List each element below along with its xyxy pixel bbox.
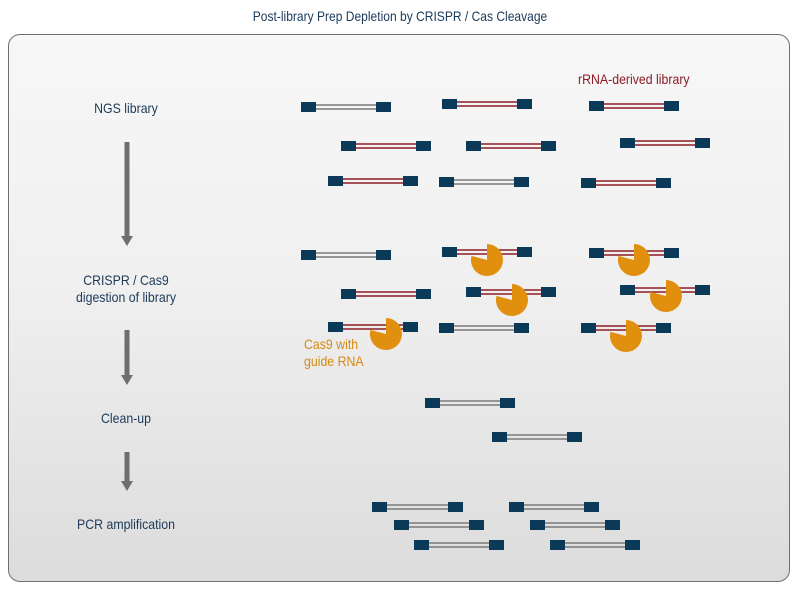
rrna-fragment-icon xyxy=(466,141,556,151)
dna-fragment-icon xyxy=(414,540,504,550)
rrna-fragment-icon xyxy=(341,141,431,151)
rrna-fragment-icon xyxy=(466,287,556,297)
step-label-ngs-library: NGS library xyxy=(94,100,158,116)
diagram-title: Post-library Prep Depletion by CRISPR / … xyxy=(252,8,548,24)
rrna-library-label: rRNA-derived library xyxy=(578,71,690,87)
rrna-fragment-icon xyxy=(328,176,418,186)
cas9-enzyme-icon xyxy=(369,318,402,350)
step-label-crispr-digestion: CRISPR / Cas9 digestion of library xyxy=(76,272,176,305)
cas9-enzyme-icon xyxy=(649,280,682,312)
cas9-enzyme-icon xyxy=(495,284,528,316)
dna-fragment-icon xyxy=(372,502,463,512)
dna-fragment-icon xyxy=(492,432,582,442)
down-arrow-icon xyxy=(121,330,133,385)
dna-fragment-icon xyxy=(394,520,484,530)
step-label-pcr-amplification: PCR amplification xyxy=(77,516,175,532)
rrna-fragment-icon xyxy=(620,285,710,295)
down-arrow-icon xyxy=(121,142,133,246)
dna-fragment-icon xyxy=(509,502,599,512)
down-arrow-icon xyxy=(121,452,133,491)
dna-fragment-icon xyxy=(301,250,391,260)
cas9-guide-rna-label: Cas9 with guide RNA xyxy=(304,336,364,369)
rrna-fragment-icon xyxy=(341,289,431,299)
dna-fragment-icon xyxy=(550,540,640,550)
rrna-fragment-icon xyxy=(620,138,710,148)
dna-fragment-icon xyxy=(301,102,391,112)
dna-fragment-icon xyxy=(439,323,529,333)
dna-fragment-icon xyxy=(530,520,620,530)
dna-fragment-icon xyxy=(439,177,529,187)
rrna-fragment-icon xyxy=(442,99,532,109)
dna-fragment-icon xyxy=(425,398,515,408)
rrna-fragment-icon xyxy=(589,101,679,111)
step-label-clean-up: Clean-up xyxy=(100,410,151,426)
rrna-fragment-icon xyxy=(581,178,671,188)
cas9-enzyme-icon xyxy=(617,244,650,276)
cas9-enzyme-icon xyxy=(609,320,642,352)
rrna-fragment-icon xyxy=(328,322,418,332)
cas9-enzyme-icon xyxy=(470,244,503,276)
